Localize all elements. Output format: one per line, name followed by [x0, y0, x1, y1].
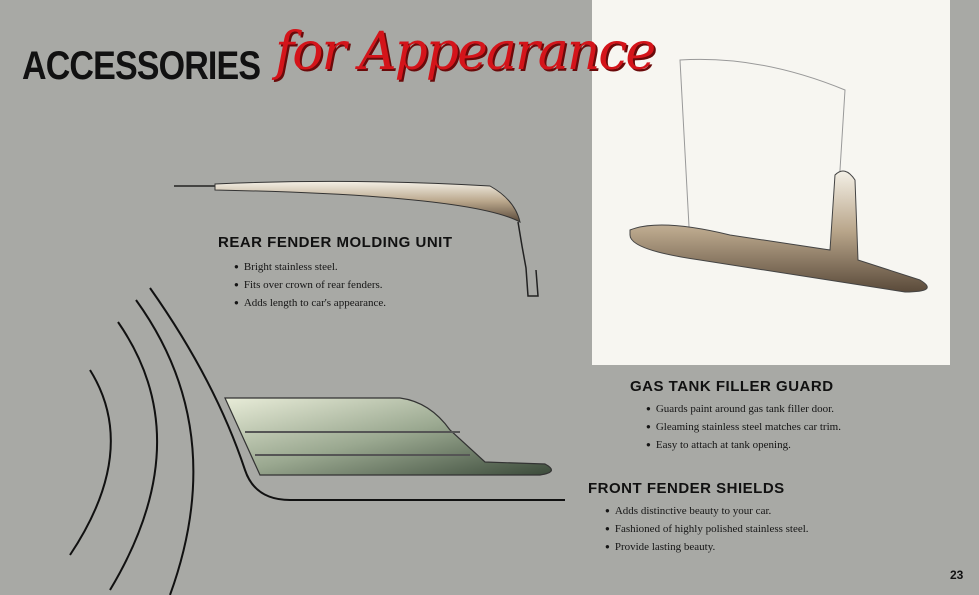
list-item: Guards paint around gas tank filler door…	[646, 400, 841, 418]
list-item: Gleaming stainless steel matches car tri…	[646, 418, 841, 436]
bullet-list: Guards paint around gas tank filler door…	[646, 400, 841, 454]
page-number: 23	[950, 568, 964, 582]
list-item: Adds distinctive beauty to your car.	[605, 502, 809, 520]
section-heading: FRONT FENDER SHIELDS	[588, 480, 785, 497]
gas-tank-filler-guard-illustration	[629, 58, 928, 293]
list-item: Easy to attach at tank opening.	[646, 436, 841, 454]
list-item: Fits over crown of rear fenders.	[234, 276, 386, 294]
page-title-script: for Appearance	[275, 22, 656, 82]
section-heading: REAR FENDER MOLDING UNIT	[218, 234, 453, 251]
list-item: Adds length to car's appearance.	[234, 294, 386, 312]
list-item: Bright stainless steel.	[234, 258, 386, 276]
bullet-list: Adds distinctive beauty to your car. Fas…	[605, 502, 809, 556]
list-item: Provide lasting beauty.	[605, 538, 809, 556]
bullet-list: Bright stainless steel. Fits over crown …	[234, 258, 386, 312]
section-heading: GAS TANK FILLER GUARD	[630, 378, 834, 395]
list-item: Fashioned of highly polished stainless s…	[605, 520, 809, 538]
product-photo-panel	[592, 0, 950, 365]
front-fender-shields-illustration	[69, 287, 565, 595]
rear-fender-molding-illustration	[174, 180, 539, 297]
page-title: ACCESSORIES	[22, 44, 261, 88]
